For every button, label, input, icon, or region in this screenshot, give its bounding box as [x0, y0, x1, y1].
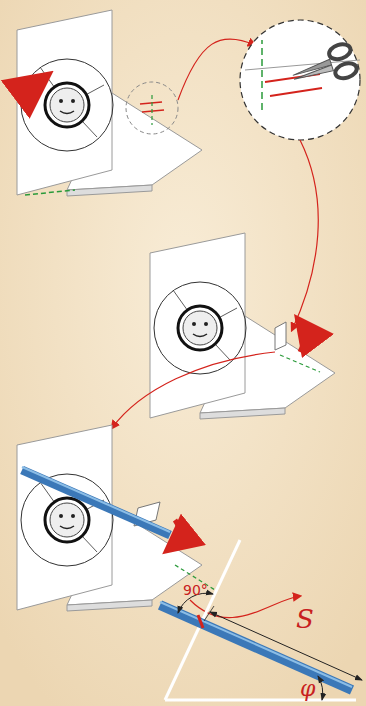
angle-label: φ — [300, 676, 315, 701]
length-label: S — [296, 604, 314, 634]
angle-label: 90° — [183, 582, 208, 598]
